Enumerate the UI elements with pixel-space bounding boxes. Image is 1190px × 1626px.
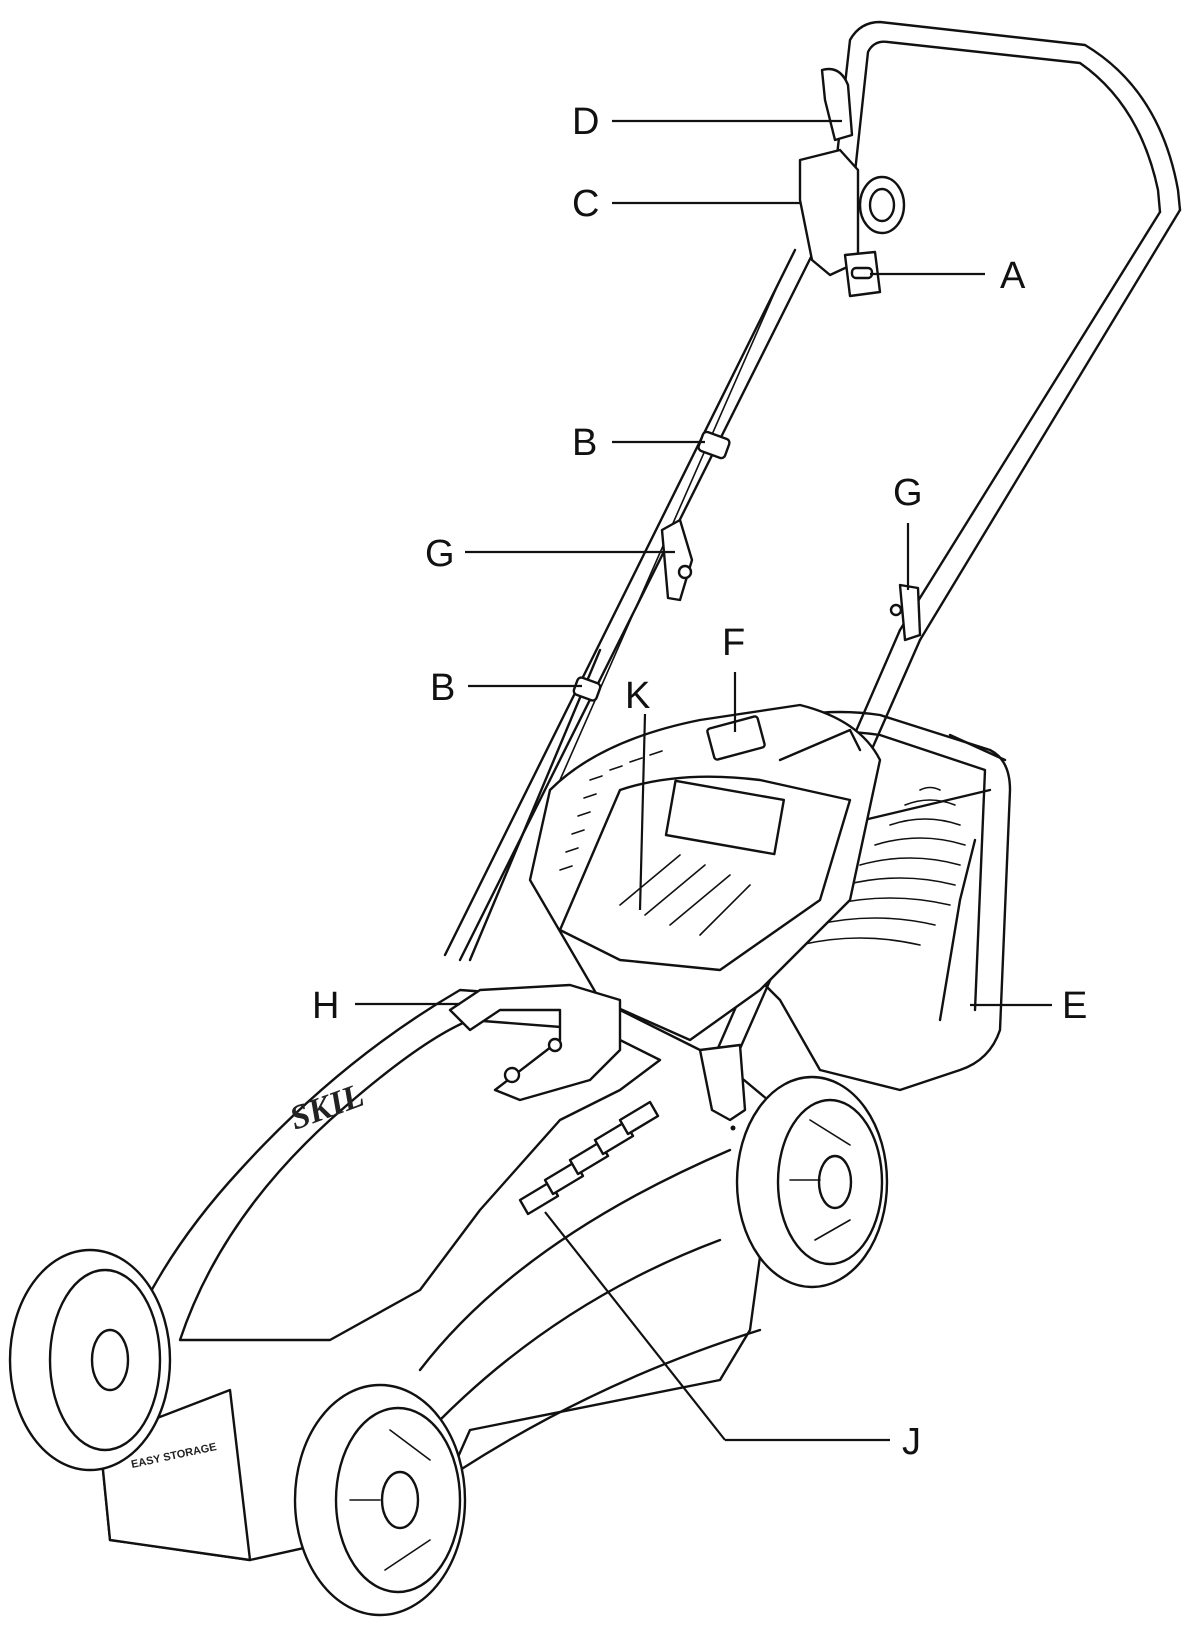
front-wheel bbox=[293, 1383, 467, 1617]
rear-wheel-right bbox=[735, 1075, 889, 1289]
callout-g-right: G bbox=[893, 472, 923, 514]
callout-f: F bbox=[722, 622, 745, 664]
callout-k: K bbox=[625, 675, 650, 717]
callout-e: E bbox=[1062, 985, 1087, 1027]
callout-h: H bbox=[312, 985, 339, 1027]
mower-deck: EASY STORAGE SKIL bbox=[98, 983, 782, 1562]
callout-b-lower: B bbox=[430, 667, 455, 709]
callout-b-upper: B bbox=[572, 422, 597, 464]
motor-housing bbox=[528, 703, 882, 1042]
handle-clamps bbox=[572, 430, 731, 702]
rear-wheel-left bbox=[8, 1248, 172, 1472]
quick-release-knobs bbox=[660, 518, 922, 642]
leader-lines bbox=[355, 119, 1052, 1442]
handle-frame bbox=[443, 20, 1182, 1062]
callout-d: D bbox=[572, 101, 599, 143]
callout-c: C bbox=[572, 183, 599, 225]
callout-a: A bbox=[1000, 255, 1026, 297]
callout-j: J bbox=[902, 1421, 921, 1463]
callout-g-left: G bbox=[425, 533, 455, 575]
cable-hook bbox=[820, 67, 854, 142]
